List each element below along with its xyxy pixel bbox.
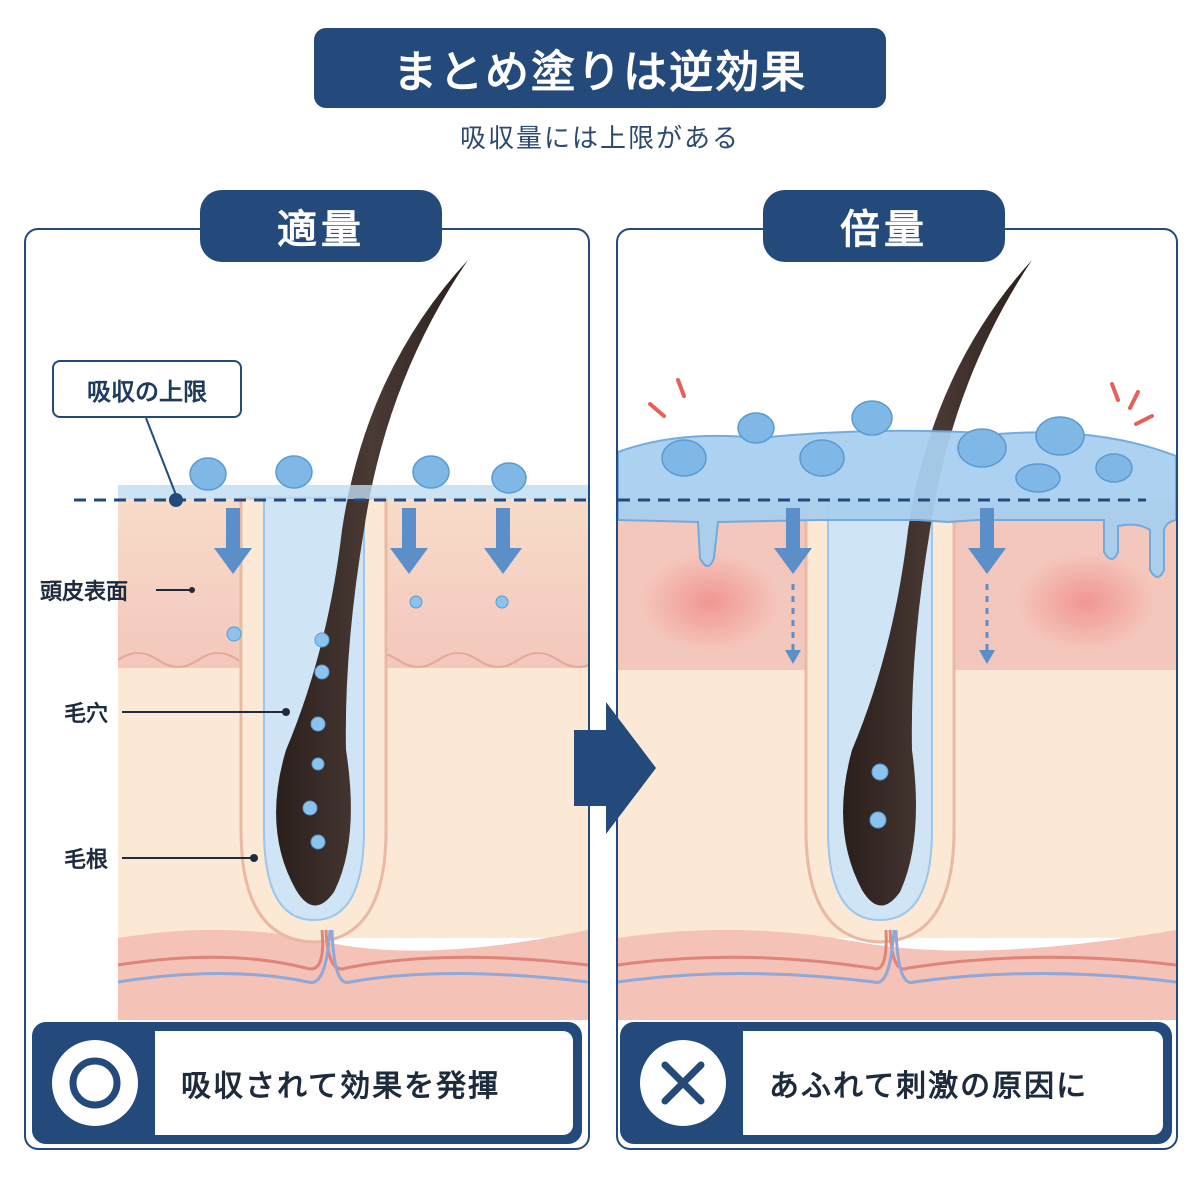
label-hair-root: 毛根 xyxy=(64,848,109,873)
absorption-limit-label: 吸収の上限 xyxy=(52,360,242,418)
skin-diagram-right xyxy=(618,260,1176,1020)
hair-strand xyxy=(276,260,468,906)
label-pore: 毛穴 xyxy=(64,702,109,727)
irritation-spot xyxy=(1016,552,1156,652)
tab-double-amount: 倍量 xyxy=(763,190,1005,262)
absorption-arrows xyxy=(214,508,522,574)
hair-strand xyxy=(843,260,1032,906)
result-appropriate: 吸収されて効果を発揮 xyxy=(32,1022,582,1144)
lower-tissue xyxy=(118,929,588,1020)
skin-diagram-left xyxy=(74,260,588,1020)
circle-icon xyxy=(52,1040,138,1126)
result-double: あふれて刺激の原因に xyxy=(620,1022,1172,1144)
transition-arrow-icon xyxy=(574,702,656,834)
page-title: まとめ塗りは逆効果 xyxy=(314,28,886,108)
panel-double-amount xyxy=(616,228,1178,1150)
absorbed-droplets xyxy=(869,763,889,829)
cross-icon xyxy=(640,1040,726,1126)
alert-marks xyxy=(648,378,1154,426)
result-text-double: あふれて刺激の原因に xyxy=(743,1031,1163,1135)
result-text-appropriate: 吸収されて効果を発揮 xyxy=(155,1031,573,1135)
surface-droplets xyxy=(189,455,527,494)
absorbed-droplets xyxy=(226,595,509,850)
panel-appropriate-amount xyxy=(24,228,590,1150)
page-subtitle: 吸収量には上限がある xyxy=(459,124,740,154)
irritation-spot xyxy=(640,552,780,652)
label-scalp-surface: 頭皮表面 xyxy=(40,580,129,605)
lower-tissue xyxy=(618,929,1176,1020)
tab-appropriate-amount: 適量 xyxy=(200,190,442,262)
overflow-droplets xyxy=(661,400,1133,493)
blocked-arrows xyxy=(774,508,1006,574)
